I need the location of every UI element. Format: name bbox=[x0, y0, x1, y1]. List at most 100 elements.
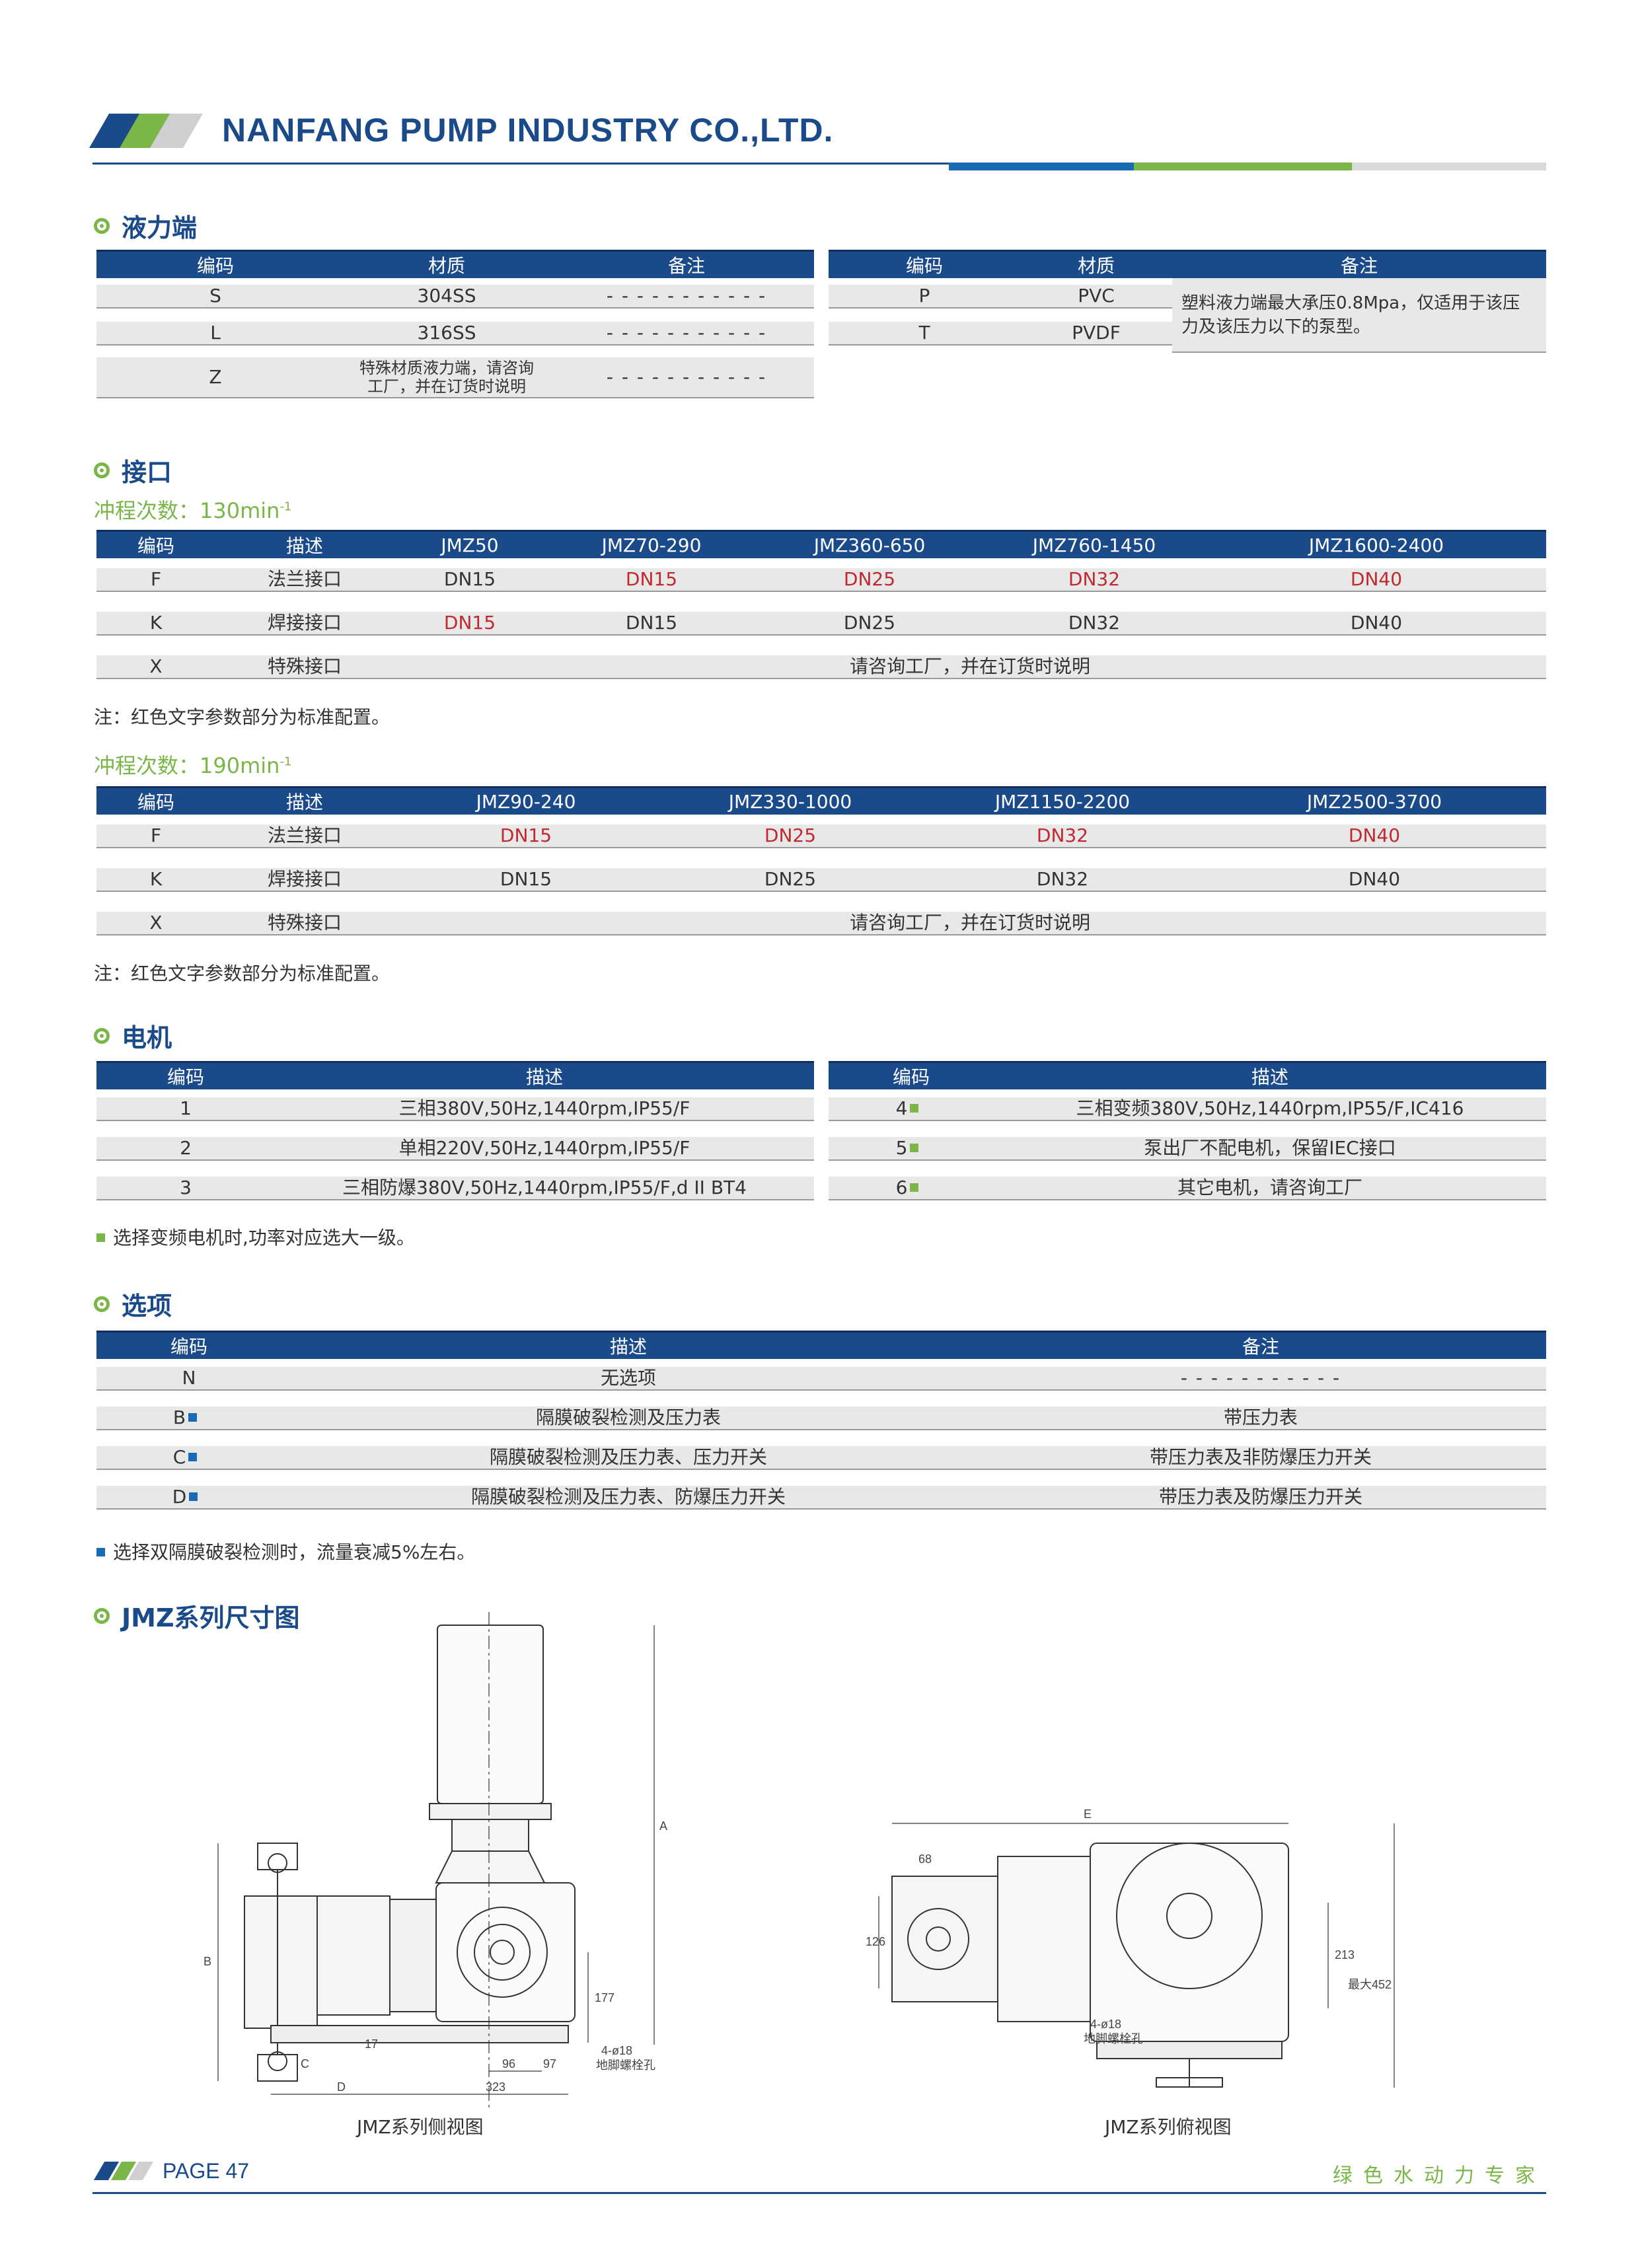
col-header: 材质 bbox=[334, 250, 559, 278]
table-row: F 法兰接口 DN15 DN25 DN32 DN40 bbox=[96, 815, 1546, 858]
section-options-title: 选项 bbox=[94, 1286, 172, 1322]
table-row: P PVC 塑料液力端最大承压0.8Mpa，仅适用于该压力及该压力以下的泵型。 bbox=[829, 278, 1546, 353]
options-note: 选择双隔膜破裂检测时，流量衰减5%左右。 bbox=[94, 1538, 475, 1564]
marker-square-icon bbox=[910, 1143, 919, 1152]
section-dimensions-title: JMZ系列尺寸图 bbox=[94, 1597, 300, 1634]
col-header: 编码 bbox=[96, 530, 215, 558]
table-row: N 无选项 - - - - - - - - - - - bbox=[96, 1359, 1546, 1399]
stroke-rate-190: 冲程次数：190min-1 bbox=[94, 753, 292, 778]
marker-square-icon bbox=[910, 1103, 919, 1113]
dim-label-97: 97 bbox=[543, 2057, 556, 2070]
dim-label-126: 126 bbox=[866, 1935, 885, 1948]
section-motor-title: 电机 bbox=[94, 1017, 172, 1054]
connection-note-1: 注：红色文字参数部分为标准配置。 bbox=[94, 706, 391, 728]
dim-label-B: B bbox=[204, 1955, 211, 1968]
col-header: 备注 bbox=[559, 250, 814, 278]
section-connection-title: 接口 bbox=[94, 452, 172, 488]
col-header: JMZ70-290 bbox=[546, 530, 757, 558]
table-row: K 焊接接口 DN15 DN15 DN25 DN32 DN40 bbox=[96, 602, 1546, 645]
company-name: NANFANG PUMP INDUSTRY CO.,LTD. bbox=[222, 112, 834, 149]
col-header: 描述 bbox=[275, 1061, 814, 1089]
table-row: 3 三相防爆380V,50Hz,1440rpm,IP55/F,d II BT4 bbox=[96, 1169, 814, 1208]
dim-label-213: 213 bbox=[1335, 1948, 1355, 1961]
stroke-rate-130: 冲程次数：130min-1 bbox=[94, 498, 292, 523]
marker-square-icon bbox=[96, 1547, 105, 1556]
table-row: 6 其它电机，请咨询工厂 bbox=[829, 1169, 1546, 1208]
col-header: 编码 bbox=[829, 250, 1020, 278]
col-header: 编码 bbox=[96, 1061, 275, 1089]
table-row: K 焊接接口 DN15 DN25 DN32 DN40 bbox=[96, 858, 1546, 902]
footer-rule bbox=[93, 2192, 1546, 2194]
col-header: JMZ1600-2400 bbox=[1207, 530, 1546, 558]
marker-square-icon bbox=[189, 1492, 198, 1501]
dim-label-holes-note: 地脚螺栓孔 bbox=[1084, 2032, 1143, 2045]
marker-square-icon bbox=[188, 1452, 198, 1461]
header-rule-accent-blue bbox=[949, 163, 1134, 170]
col-header: 备注 bbox=[975, 1331, 1546, 1359]
col-header: 编码 bbox=[96, 1331, 281, 1359]
hydraulic-remark: 塑料液力端最大承压0.8Mpa，仅适用于该压力及该压力以下的泵型。 bbox=[1172, 278, 1546, 353]
connection-table-190: 编码 描述 JMZ90-240 JMZ330-1000 JMZ1150-2200… bbox=[96, 786, 1546, 945]
col-header: JMZ760-1450 bbox=[982, 530, 1207, 558]
col-header: 材质 bbox=[1020, 250, 1172, 278]
table-row: F 法兰接口 DN15 DN15 DN25 DN32 DN40 bbox=[96, 558, 1546, 602]
table-row: 2 单相220V,50Hz,1440rpm,IP55/F bbox=[96, 1129, 814, 1169]
bullet-icon bbox=[94, 1296, 110, 1312]
col-header: 编码 bbox=[96, 250, 334, 278]
dim-label-C: C bbox=[301, 2057, 309, 2070]
top-view-drawing: E 68 126 213 最大452 4-ø18 地脚螺栓孔 bbox=[866, 1808, 1395, 2088]
col-header: 描述 bbox=[994, 1061, 1546, 1089]
col-header: JMZ360-650 bbox=[757, 530, 982, 558]
col-header: 编码 bbox=[96, 786, 215, 815]
table-row: L 316SS - - - - - - - - - - - bbox=[96, 315, 814, 352]
col-header: JMZ1150-2200 bbox=[922, 786, 1203, 815]
motor-table-left: 编码 描述 1 三相380V,50Hz,1440rpm,IP55/F 2 单相2… bbox=[96, 1061, 814, 1208]
col-header: JMZ90-240 bbox=[394, 786, 658, 815]
dim-label-holes-note: 地脚螺栓孔 bbox=[596, 2059, 655, 2072]
connection-table-130: 编码 描述 JMZ50 JMZ70-290 JMZ360-650 JMZ760-… bbox=[96, 530, 1546, 689]
hydraulic-table-left: 编码 材质 备注 S 304SS - - - - - - - - - - - L… bbox=[96, 250, 814, 404]
side-view-drawing: A B C D 17 96 97 177 323 4-ø18 地脚螺栓孔 bbox=[204, 1612, 667, 2107]
marker-square-icon bbox=[188, 1412, 198, 1422]
motor-table-right: 编码 描述 4 三相变频380V,50Hz,1440rpm,IP55/F,IC4… bbox=[829, 1061, 1546, 1208]
options-table: 编码 描述 备注 N 无选项 - - - - - - - - - - - B 隔… bbox=[96, 1331, 1546, 1518]
dim-label-E: E bbox=[1084, 1808, 1092, 1821]
footer-slogan: 绿色水动力专家 bbox=[1333, 2164, 1545, 2187]
table-row: 5 泵出厂不配电机，保留IEC接口 bbox=[829, 1129, 1546, 1169]
col-header: 备注 bbox=[1172, 250, 1546, 278]
table-row: D 隔膜破裂检测及压力表、防爆压力开关 带压力表及防爆压力开关 bbox=[96, 1478, 1546, 1518]
col-header: JMZ50 bbox=[394, 530, 546, 558]
bullet-icon bbox=[94, 217, 110, 234]
dim-label-holes: 4-ø18 bbox=[601, 2044, 632, 2057]
col-header: JMZ2500-3700 bbox=[1203, 786, 1546, 815]
table-row: X 特殊接口 请咨询工厂，并在订货时说明 bbox=[96, 902, 1546, 945]
dim-label-68: 68 bbox=[918, 1852, 932, 1866]
header-rule-accent-gray bbox=[1352, 163, 1546, 170]
table-row: Z 特殊材质液力端，请咨询 工厂，并在订货时说明 - - - - - - - -… bbox=[96, 352, 814, 404]
table-row: S 304SS - - - - - - - - - - - bbox=[96, 278, 814, 315]
dim-label-96: 96 bbox=[502, 2057, 515, 2070]
connection-note-2: 注：红色文字参数部分为标准配置。 bbox=[94, 963, 391, 984]
dim-label-D: D bbox=[337, 2080, 346, 2094]
table-row: 1 三相380V,50Hz,1440rpm,IP55/F bbox=[96, 1089, 814, 1129]
page-number: PAGE 47 bbox=[163, 2159, 250, 2183]
dim-label-177: 177 bbox=[595, 1991, 614, 2004]
header-rule-accent-green bbox=[1134, 163, 1352, 170]
dim-label-max452: 最大452 bbox=[1348, 1978, 1392, 1991]
header-rule bbox=[93, 163, 1546, 165]
col-header: 编码 bbox=[829, 1061, 994, 1089]
dim-label-A: A bbox=[659, 1819, 667, 1833]
marker-square-icon bbox=[910, 1183, 919, 1192]
bullet-icon bbox=[94, 1607, 110, 1624]
bullet-icon bbox=[94, 462, 110, 478]
table-row: T PVDF bbox=[829, 315, 1546, 352]
dim-label-holes: 4-ø18 bbox=[1090, 2018, 1121, 2031]
dim-label-323: 323 bbox=[486, 2080, 505, 2094]
bullet-icon bbox=[94, 1027, 110, 1044]
table-row: X 特殊接口 请咨询工厂，并在订货时说明 bbox=[96, 645, 1546, 689]
top-view-caption: JMZ系列俯视图 bbox=[1105, 2116, 1232, 2138]
col-header: 描述 bbox=[215, 786, 394, 815]
table-row: C 隔膜破裂检测及压力表、压力开关 带压力表及非防爆压力开关 bbox=[96, 1438, 1546, 1478]
motor-note: 选择变频电机时,功率对应选大一级。 bbox=[94, 1224, 415, 1250]
col-header: JMZ330-1000 bbox=[658, 786, 922, 815]
